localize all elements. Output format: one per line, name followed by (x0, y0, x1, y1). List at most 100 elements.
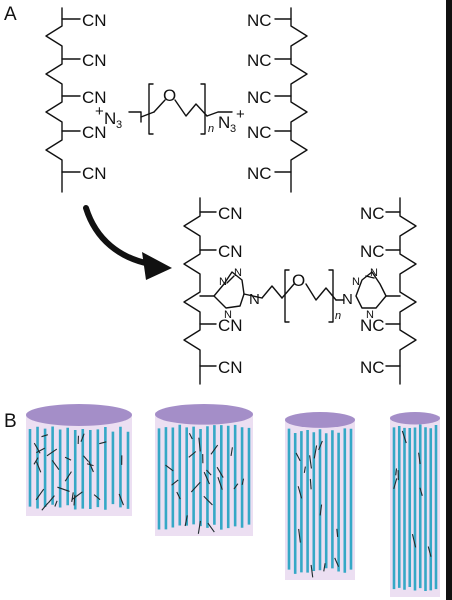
product-right-nc-3: NC (360, 316, 385, 335)
left-cn-3: CN (82, 88, 107, 107)
crosslink (217, 477, 223, 490)
crosslink (41, 434, 49, 438)
crosslink (418, 452, 421, 465)
crosslink (206, 469, 212, 476)
right-nc-4: NC (247, 123, 272, 142)
crosslink (54, 500, 58, 507)
cylinder-body (155, 412, 253, 536)
right-polymer-chain (274, 7, 308, 193)
right-tetrazole-n4: N (366, 309, 374, 321)
crosslink (118, 493, 124, 506)
left-tetrazole-n3: N (224, 309, 232, 321)
crosslink (88, 460, 94, 473)
crosslink (203, 495, 213, 506)
crosslink (73, 494, 76, 506)
crosslink (336, 528, 339, 538)
crosslink (318, 440, 323, 451)
crosslink (184, 515, 188, 527)
left-azide-n: N (104, 109, 116, 128)
crosslink (207, 522, 215, 533)
right-nc-3: NC (247, 88, 272, 107)
right-nc-5: NC (247, 164, 272, 183)
crosslink (233, 483, 239, 490)
right-azide-n: N (218, 113, 230, 132)
left-tetrazole-n1: N (219, 276, 227, 288)
right-tetrazole-n1: N (342, 291, 353, 308)
crosslink (309, 455, 312, 469)
peg-top-oxygen: O (163, 86, 176, 105)
crosslink (46, 448, 58, 457)
peg-linker-top (128, 83, 233, 135)
right-tetrazole-n2: N (352, 276, 360, 288)
crosslink (176, 491, 181, 500)
product-left-cn-3: CN (218, 316, 243, 335)
crosslink (35, 488, 45, 501)
left-tetrazole-n2: N (234, 267, 242, 279)
panel-label-a: A (4, 4, 17, 25)
page-edge (446, 0, 452, 600)
crosslink (298, 528, 301, 543)
left-cn-1: CN (82, 11, 107, 30)
crosslink (33, 442, 41, 454)
right-tetrazole-n3: N (370, 267, 378, 279)
left-tetrazole-n4: N (249, 291, 260, 308)
cylinder-body (26, 413, 132, 516)
cylinder-1 (26, 404, 132, 516)
panel-label-b: B (4, 411, 17, 432)
crosslink (47, 495, 55, 504)
crosslink (51, 460, 60, 470)
crosslink (395, 468, 398, 476)
crosslink (64, 471, 72, 482)
peg-linker-bottom (261, 269, 345, 323)
left-cn-4: CN (82, 123, 107, 142)
peg-bottom-repeat-n: n (335, 310, 341, 322)
crosslink (310, 564, 314, 578)
crosslink (297, 486, 303, 499)
peg-top-repeat-n: n (208, 123, 214, 135)
left-cn-2: CN (82, 51, 107, 70)
cylinder-cap (155, 404, 253, 425)
crosslink (35, 461, 42, 473)
crosslink (99, 441, 107, 445)
crosslink (188, 432, 193, 440)
left-azide-subscript: 3 (116, 119, 122, 131)
crosslink (64, 456, 72, 461)
cylinder-cap (26, 404, 132, 426)
crosslink (313, 445, 318, 459)
peg-bottom-oxygen: O (292, 271, 305, 290)
cylinder-4 (390, 412, 440, 597)
left-polymer-chain (45, 7, 81, 193)
crosslink (80, 433, 85, 442)
product-right-nc-1: NC (360, 204, 385, 223)
left-cn-5: CN (82, 164, 107, 183)
crosslink (198, 437, 201, 452)
product-left-cn-2: CN (218, 242, 243, 261)
crosslink (419, 487, 423, 496)
crosslink (216, 466, 224, 478)
product-left-cn-4: CN (218, 358, 243, 377)
cylinder-cap (285, 412, 355, 428)
crosslink (323, 563, 326, 572)
crosslink (411, 533, 417, 548)
crosslink (41, 502, 49, 511)
crosslink (230, 447, 233, 457)
crosslink (36, 447, 46, 454)
crosslink (171, 479, 179, 486)
crosslink (86, 463, 94, 467)
crosslink (203, 471, 210, 485)
crosslink (295, 452, 301, 462)
right-azide-subscript: 3 (230, 123, 236, 135)
product-left-cn-1: CN (218, 204, 243, 223)
crosslink (401, 430, 407, 444)
right-tetrazole-ring (355, 271, 401, 309)
crosslink (57, 486, 70, 492)
product-right-nc-4: NC (360, 358, 385, 377)
crosslink (83, 455, 89, 462)
crosslink (334, 557, 340, 567)
cylinder-2 (155, 404, 253, 536)
crosslink (319, 504, 323, 516)
product-right-chain (385, 197, 417, 385)
product-right-nc-2: NC (360, 242, 385, 261)
